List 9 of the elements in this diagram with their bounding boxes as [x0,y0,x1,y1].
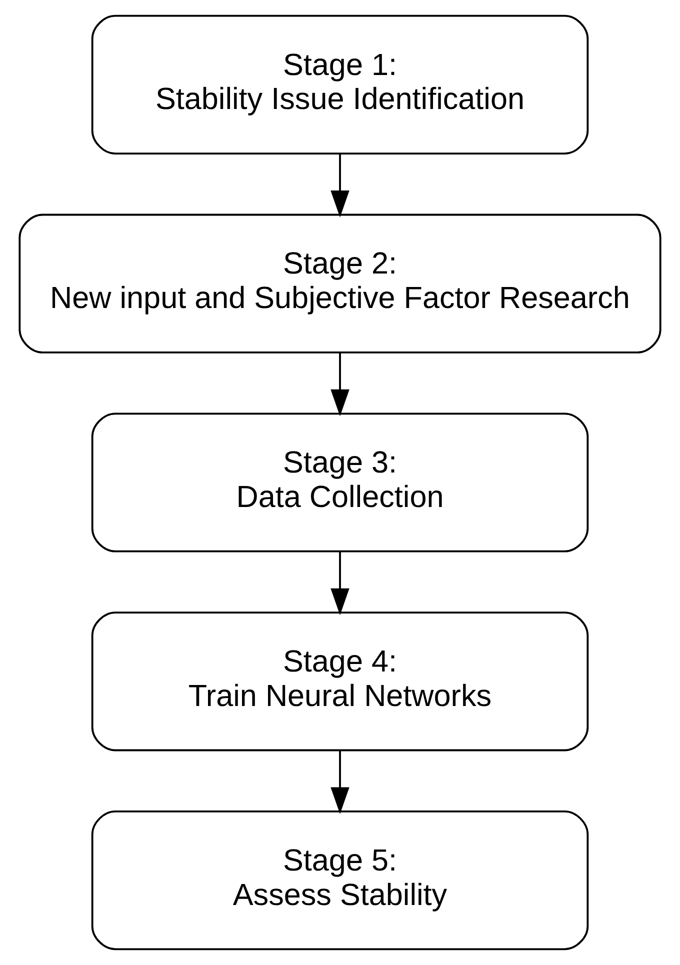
node-box: Stage 5: Assess Stability [91,810,589,950]
arrow [330,154,350,218]
arrow [330,352,350,416]
node-box: Stage 1: Stability Issue Identification [91,14,589,154]
arrow [330,552,350,616]
node-box: Stage 4: Train Neural Networks [91,612,589,752]
node-box: Stage 2: New input and Subjective Factor Research [18,214,662,354]
arrow [330,750,350,814]
node-box: Stage 3: Data Collection [91,412,589,552]
